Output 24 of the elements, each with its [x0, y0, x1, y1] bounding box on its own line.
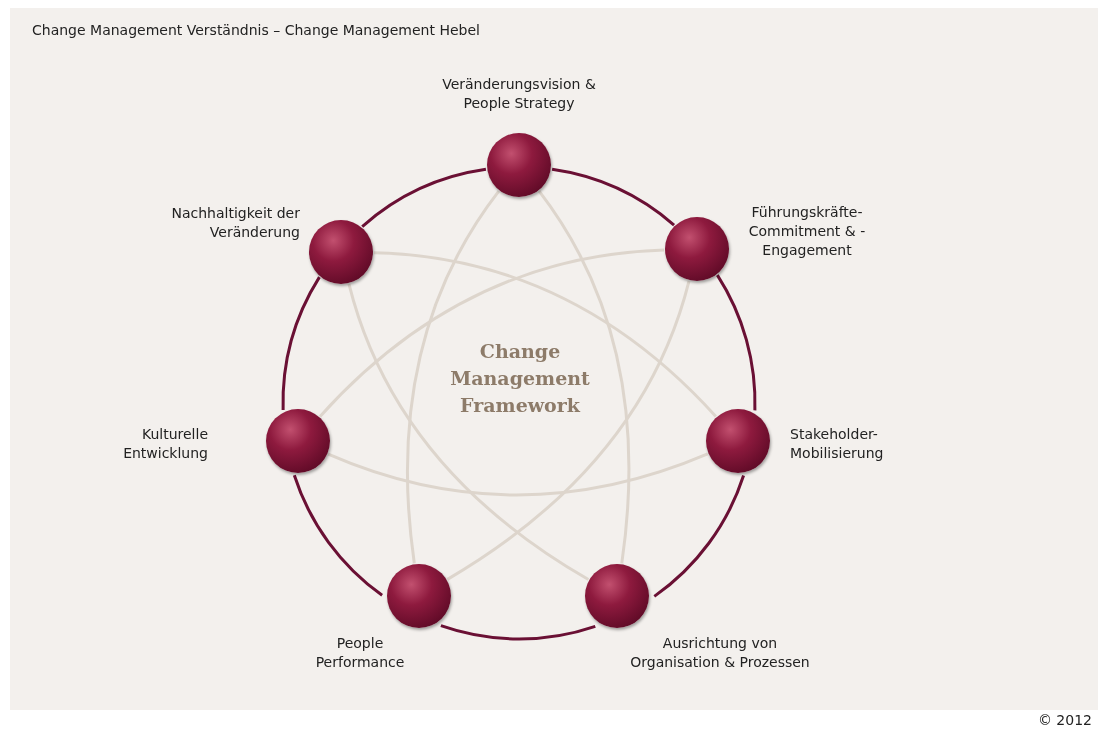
node-label: Ausrichtung von Organisation & Prozessen	[629, 634, 811, 672]
node-label: Veränderungsvision & People Strategy	[441, 75, 597, 113]
title: Change Management Verständnis – Change Management Hebel	[32, 22, 480, 38]
curved-connector	[537, 190, 631, 564]
ring-arc	[716, 274, 757, 411]
node-label: Stakeholder-Mobilisierung	[790, 425, 885, 463]
center-heading: Change Management Framework	[449, 339, 591, 418]
curved-connector	[446, 280, 691, 581]
ring-arc	[281, 276, 321, 411]
node-label: Führungskräfte-Commitment & -Engagement	[747, 203, 867, 260]
ring-arc	[292, 474, 384, 597]
ring-arc	[653, 475, 745, 598]
ring-arc	[361, 167, 487, 228]
copyright-note: © 2012	[1037, 712, 1092, 728]
curved-connector	[373, 251, 717, 418]
curved-connector	[319, 248, 665, 418]
curved-connector	[406, 190, 500, 564]
node-label: Nachhaltigkeit der Veränderung	[170, 204, 300, 242]
node-label: Kulturelle Entwicklung	[122, 425, 208, 463]
ring-arc	[551, 167, 675, 227]
node-label: People Performance	[314, 634, 406, 672]
curved-connector	[327, 452, 709, 497]
curved-connector	[347, 283, 590, 581]
ring-arc	[440, 624, 596, 641]
